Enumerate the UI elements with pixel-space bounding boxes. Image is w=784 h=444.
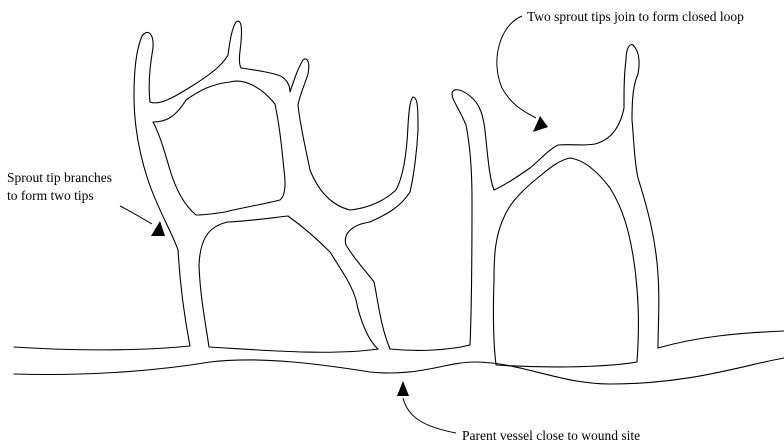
closed-loop-leader-line bbox=[497, 16, 536, 118]
left-network-inner-contours bbox=[153, 81, 378, 349]
parent-vessel-arrowhead bbox=[397, 381, 409, 396]
branching-arrowhead bbox=[151, 221, 165, 236]
right-loop-outer-wall bbox=[452, 45, 659, 348]
right-loop-inner-wall bbox=[493, 158, 638, 365]
closed-loop-label: Two sprout tips join to form closed loop bbox=[527, 9, 744, 24]
parent-vessel-label: Parent vessel close to wound site bbox=[462, 428, 640, 443]
branching-label-line1: Sprout tip branches bbox=[7, 170, 112, 185]
left-sprout-network bbox=[134, 21, 418, 349]
left-network-outer-wall bbox=[134, 21, 418, 349]
parent-vessel-upper-wall bbox=[14, 331, 784, 367]
annotation-parent-vessel: Parent vessel close to wound site bbox=[397, 381, 640, 443]
annotation-branching: Sprout tip branches to form two tips bbox=[7, 170, 165, 236]
parent-vessel bbox=[14, 331, 784, 384]
branching-leader-line bbox=[120, 206, 152, 224]
parent-vessel-leader-line bbox=[403, 398, 456, 433]
right-sprout-loop bbox=[452, 45, 659, 365]
branching-label-line2: to form two tips bbox=[7, 188, 94, 203]
closed-loop-arrowhead bbox=[533, 116, 548, 132]
parent-vessel-lower-wall bbox=[14, 358, 784, 384]
annotation-closed-loop: Two sprout tips join to form closed loop bbox=[497, 9, 744, 132]
